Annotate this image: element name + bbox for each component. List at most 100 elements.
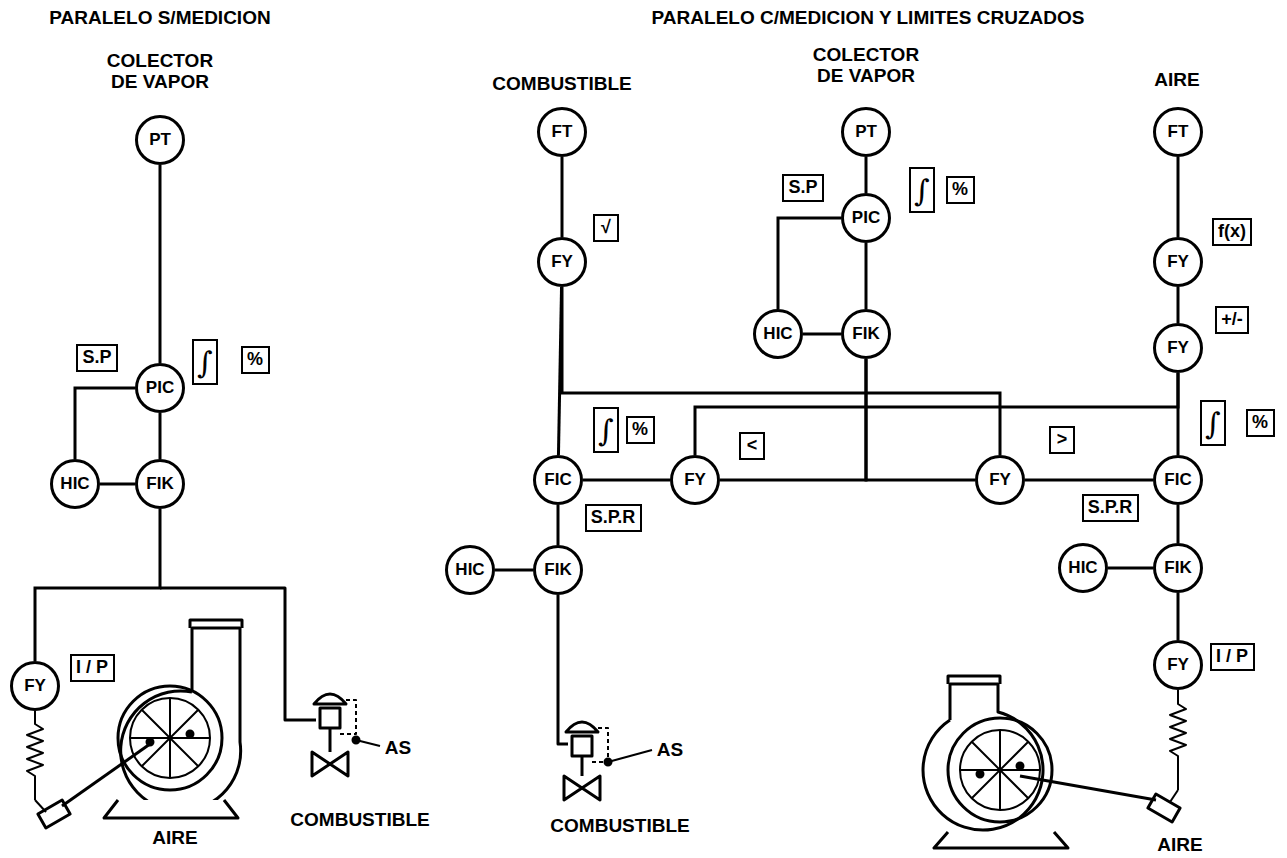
function-symbol: % — [247, 350, 263, 370]
pneumatic-signal — [27, 711, 43, 800]
label-text: AIRE — [1154, 69, 1199, 90]
function-block: < — [739, 432, 765, 460]
signal-line — [865, 157, 868, 193]
function-block: S.P — [782, 174, 824, 202]
signal-line — [695, 373, 1178, 455]
instrument-tag: FIK — [544, 561, 571, 580]
text-label: PARALELO S/MEDICION — [49, 7, 270, 29]
pneumatic-signal — [1170, 690, 1186, 790]
instrument-bubble: FT — [1153, 107, 1203, 157]
instrument-tag: FY — [1167, 339, 1189, 358]
function-symbol: S.P — [788, 178, 817, 198]
signal-line — [865, 243, 868, 309]
signal-line — [720, 359, 866, 480]
text-label: AIRE — [1154, 69, 1199, 91]
signal-line — [583, 479, 670, 482]
signal-line — [1177, 287, 1180, 323]
instrument-tag: PT — [855, 123, 877, 142]
instrument-bubble: FY — [975, 455, 1025, 505]
function-symbol: % — [952, 180, 968, 200]
instrument-tag: FT — [552, 123, 573, 142]
blower — [104, 620, 242, 818]
instrument-tag: FY — [551, 253, 573, 272]
function-symbol: < — [747, 436, 758, 456]
signal-line — [803, 333, 841, 336]
function-symbol: > — [1057, 430, 1068, 450]
instrument-tag: FIC — [1164, 471, 1191, 490]
instrument-bubble: PT — [841, 107, 891, 157]
signal-line — [557, 505, 560, 545]
function-symbol: S.P.R — [591, 508, 636, 528]
damper-actuator — [1020, 776, 1180, 822]
function-symbol: +/- — [1221, 310, 1243, 330]
signal-line — [159, 165, 162, 363]
label-text: AS — [657, 739, 683, 760]
text-label: COLECTOR DE VAPOR — [103, 51, 218, 93]
instrument-tag: PT — [149, 131, 171, 150]
function-block: S.P.R — [1082, 494, 1139, 522]
function-block: S.P — [76, 344, 118, 372]
instrument-tag: PIC — [852, 209, 880, 228]
instrument-bubble: FY — [537, 237, 587, 287]
instrument-tag: FIK — [1164, 559, 1191, 578]
function-block: % — [1246, 409, 1275, 437]
text-label: COLECTOR DE VAPOR — [809, 45, 924, 87]
control-valve — [564, 722, 652, 800]
instrument-tag: PIC — [146, 379, 174, 398]
signal-line — [35, 509, 160, 661]
function-symbol: ∫ — [914, 174, 930, 207]
instrument-bubble: FIK — [135, 459, 185, 509]
instrument-tag: HIC — [763, 325, 792, 344]
function-symbol: √ — [601, 218, 611, 238]
function-block: f(x) — [1212, 218, 1252, 246]
signal-line — [1177, 505, 1180, 543]
instrument-tag: FY — [24, 677, 46, 696]
integral-block: ∫ — [909, 167, 935, 213]
function-symbol: ∫ — [598, 414, 614, 447]
instrument-bubble: FIK — [533, 545, 583, 595]
label-text: PARALELO C/MEDICION Y LIMITES CRUZADOS — [652, 7, 1085, 28]
instrument-bubble: PIC — [135, 363, 185, 413]
integral-block: ∫ — [593, 407, 619, 453]
signal-line — [561, 157, 564, 237]
instrument-tag: FIC — [544, 471, 571, 490]
signal-line — [1108, 567, 1153, 570]
function-block: √ — [593, 214, 619, 242]
instrument-tag: HIC — [60, 475, 89, 494]
signal-line — [75, 388, 135, 459]
text-label: COMBUSTIBLE — [492, 73, 631, 95]
text-label: PARALELO C/MEDICION Y LIMITES CRUZADOS — [652, 7, 1085, 29]
instrument-tag: FT — [1168, 123, 1189, 142]
instrument-bubble: FY — [10, 661, 60, 711]
instrument-bubble: HIC — [1058, 543, 1108, 593]
function-symbol: f(x) — [1218, 222, 1246, 242]
label-text: COMBUSTIBLE — [550, 815, 689, 836]
signal-line — [1177, 157, 1180, 237]
label-text: AIRE — [152, 827, 197, 848]
text-label: COMBUSTIBLE — [550, 815, 689, 837]
label-text: COLECTOR DE VAPOR — [103, 51, 218, 93]
label-text: COMBUSTIBLE — [492, 73, 631, 94]
instrument-bubble: FIC — [1153, 455, 1203, 505]
function-block: I / P — [1210, 643, 1255, 671]
function-symbol: S.P — [82, 348, 111, 368]
blower — [923, 676, 1068, 848]
signal-line — [558, 595, 568, 744]
instrument-tag: FY — [989, 471, 1011, 490]
instrument-tag: FIK — [146, 475, 173, 494]
label-text: AS — [385, 737, 411, 758]
signal-line — [100, 483, 135, 486]
function-symbol: I / P — [76, 658, 108, 678]
text-label: AIRE — [1157, 834, 1202, 856]
integral-block: ∫ — [192, 339, 218, 385]
instrument-bubble: FT — [537, 107, 587, 157]
instrument-tag: FY — [1167, 656, 1189, 675]
function-block: % — [626, 416, 655, 444]
function-symbol: % — [632, 420, 648, 440]
instrument-bubble: FY — [670, 455, 720, 505]
text-label: AIRE — [152, 827, 197, 849]
function-symbol: ∫ — [197, 346, 213, 379]
instrument-tag: HIC — [455, 561, 484, 580]
instrument-tag: HIC — [1068, 559, 1097, 578]
